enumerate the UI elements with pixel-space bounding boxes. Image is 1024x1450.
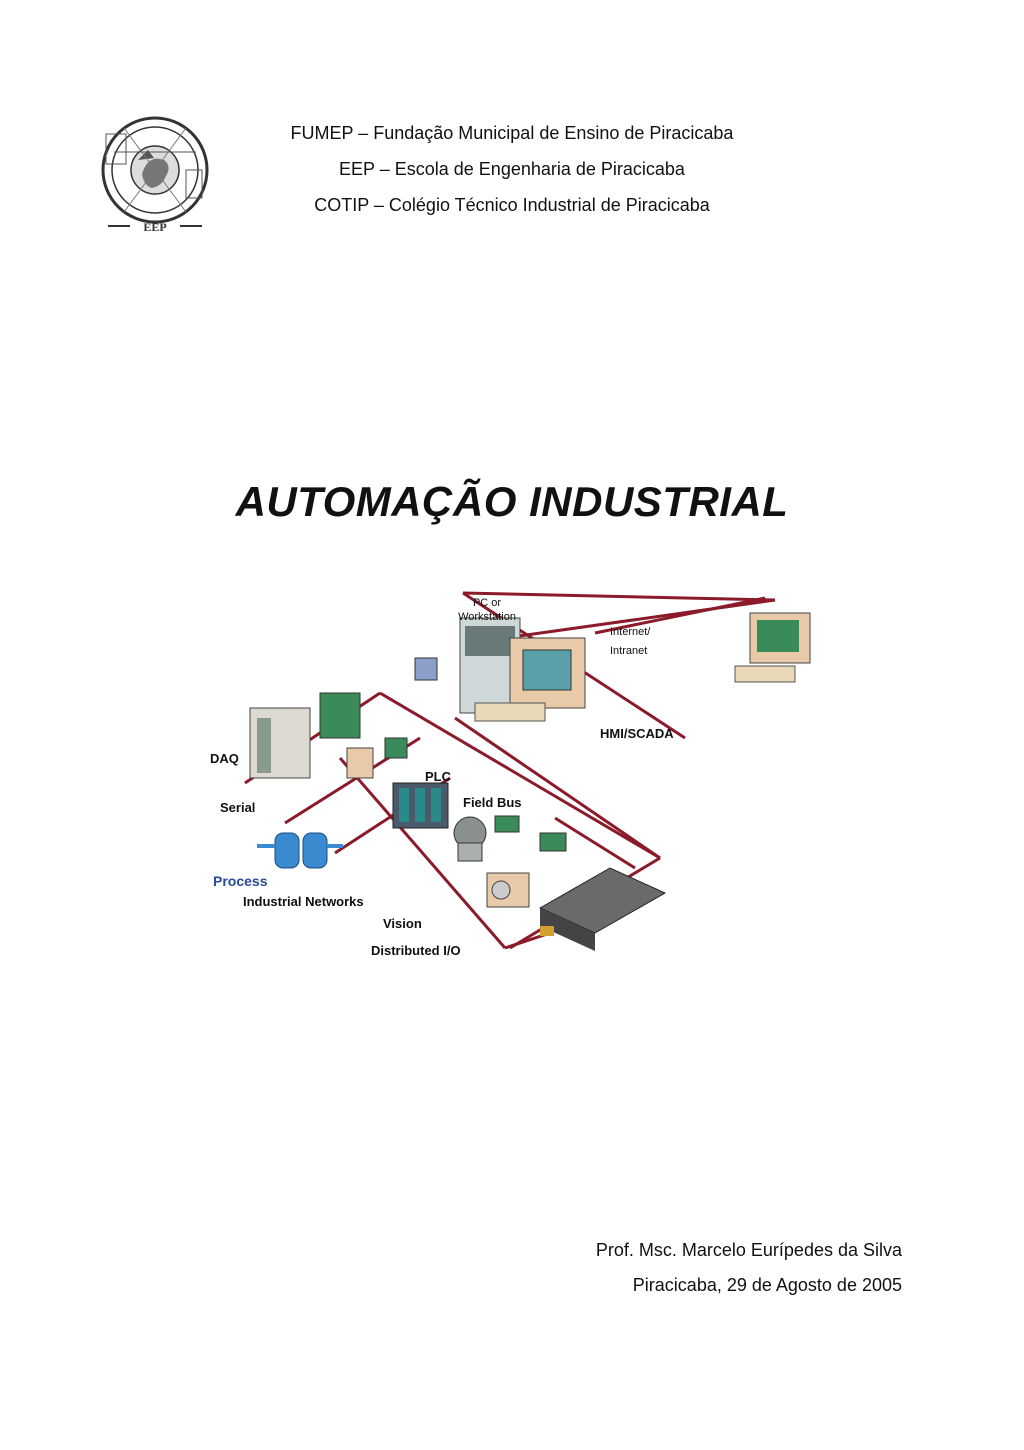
automation-network-diagram: PC or Workstation Internet/ Intranet HMI… (210, 591, 811, 958)
label-plc: PLC (425, 769, 452, 784)
label-vision: Vision (383, 916, 422, 931)
label-serial: Serial (220, 800, 255, 815)
vision-camera-icon (486, 872, 530, 908)
label-process: Process (213, 873, 268, 889)
daq-chassis-icon (249, 692, 361, 779)
label-workstation: Workstation (458, 611, 516, 623)
label-daq: DAQ (210, 751, 239, 766)
network-card-icon (384, 737, 408, 759)
logo-text: EEP (143, 220, 166, 234)
distributed-io-icon (538, 867, 667, 951)
plc-icon (392, 782, 449, 829)
pc-workstation-icon (459, 617, 586, 722)
author-name: Prof. Msc. Marcelo Eurípedes da Silva (595, 1240, 902, 1260)
label-internet: Internet/ (610, 626, 651, 638)
label-intranet: Intranet (610, 645, 647, 657)
institution-fumep: FUMEP – Fundação Municipal de Ensino de … (290, 123, 734, 143)
institution-eep: EEP – Escola de Engenharia de Piracicaba (339, 159, 685, 179)
rack-icon (414, 657, 438, 681)
label-field-bus: Field Bus (463, 795, 522, 810)
serial-device-icon (346, 747, 374, 779)
remote-computer-icon (734, 612, 811, 683)
label-distributed-io: Distributed I/O (371, 943, 461, 958)
interface-card-icon (539, 832, 567, 852)
document-title: AUTOMAÇÃO INDUSTRIAL (235, 478, 789, 525)
institution-cotip: COTIP – Colégio Técnico Industrial de Pi… (314, 195, 710, 215)
field-instrument-icon (453, 816, 487, 862)
label-industrial-networks: Industrial Networks (243, 894, 364, 909)
eep-logo: EEP (101, 116, 209, 234)
place-date: Piracicaba, 29 de Agosto de 2005 (632, 1275, 902, 1295)
label-pc: PC or (473, 597, 501, 609)
label-hmi-scada: HMI/SCADA (600, 726, 674, 741)
process-tanks-icon (257, 832, 343, 869)
fieldbus-card-icon (494, 815, 520, 833)
